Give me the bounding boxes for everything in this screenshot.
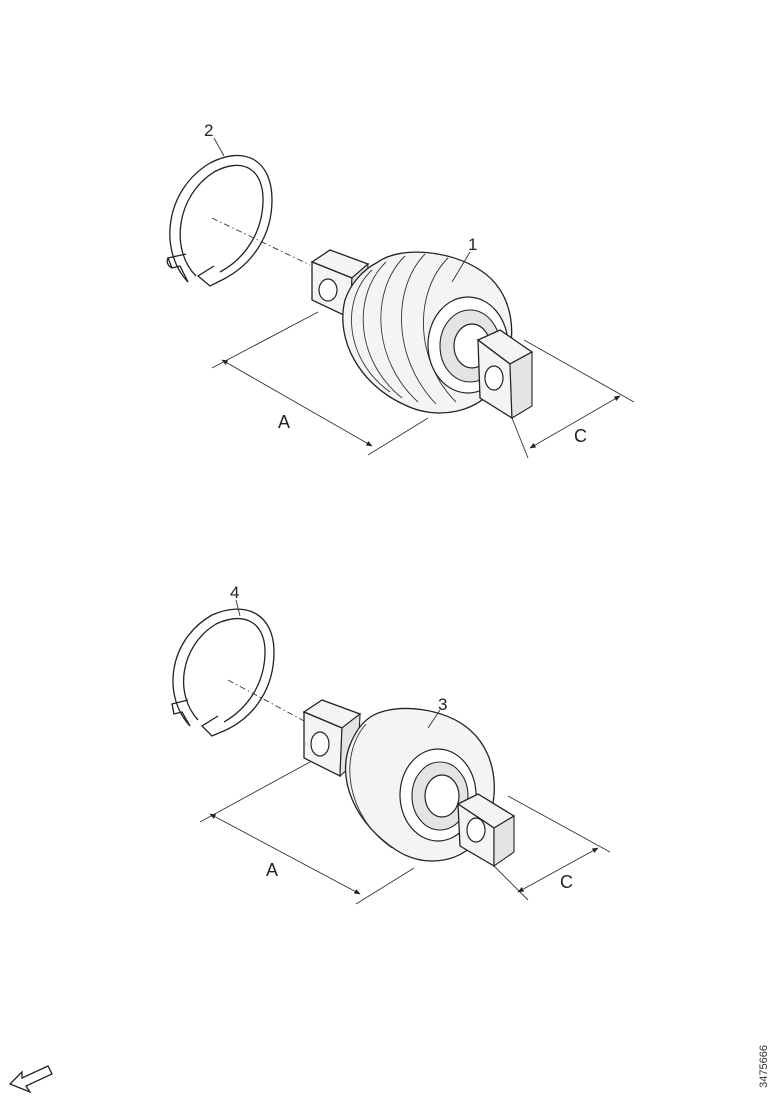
part-label-3: 3 bbox=[438, 695, 447, 714]
dim-label-a-1: A bbox=[278, 412, 290, 432]
front-direction-arrow-icon bbox=[8, 1065, 53, 1094]
bracket-right-2 bbox=[456, 793, 516, 868]
axis-line-2 bbox=[227, 679, 307, 723]
part-label-2: 2 bbox=[204, 121, 213, 140]
figure-1: A C 1 2 bbox=[166, 121, 635, 459]
leader-3 bbox=[427, 709, 441, 729]
bushing-3 bbox=[345, 707, 495, 862]
reference-number: 3475666 bbox=[758, 1045, 770, 1088]
figure-2: A C 3 4 bbox=[171, 583, 611, 905]
circlip-2 bbox=[166, 154, 273, 287]
leader-1 bbox=[451, 251, 471, 283]
axis-line-1 bbox=[211, 217, 311, 266]
dim-label-a-2: A bbox=[266, 860, 278, 880]
dim-label-c-1: C bbox=[574, 426, 587, 446]
dimension-c-2: C bbox=[493, 795, 611, 901]
leader-2 bbox=[213, 137, 225, 157]
part-label-1: 1 bbox=[468, 235, 477, 254]
bracket-right-1 bbox=[476, 329, 534, 420]
leader-4 bbox=[235, 599, 241, 617]
bracket-left-2 bbox=[302, 699, 362, 778]
circlip-4 bbox=[171, 608, 275, 737]
dimension-a-2: A bbox=[199, 761, 415, 905]
dim-label-c-2: C bbox=[560, 872, 573, 892]
dimension-a-1: A bbox=[211, 311, 429, 456]
dimension-c-1: C bbox=[511, 339, 635, 459]
part-label-4: 4 bbox=[230, 583, 239, 602]
